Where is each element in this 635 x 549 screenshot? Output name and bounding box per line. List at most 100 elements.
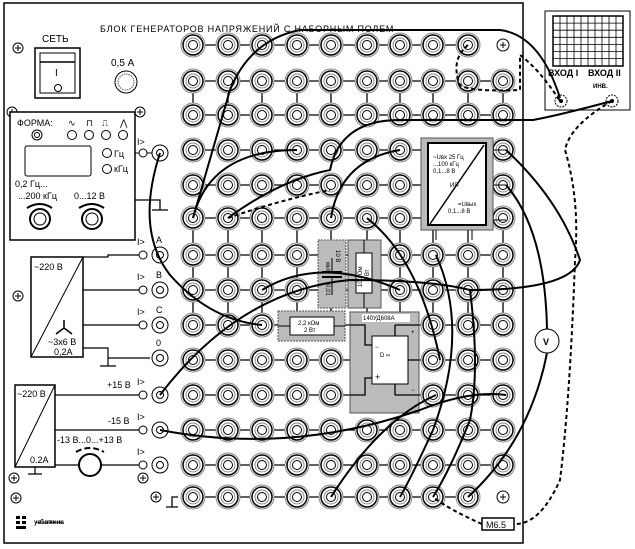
socket[interactable] (215, 32, 241, 58)
socket[interactable] (455, 242, 481, 268)
socket[interactable] (420, 452, 446, 478)
socket[interactable] (318, 347, 344, 373)
socket[interactable] (284, 102, 310, 128)
socket[interactable] (284, 484, 310, 510)
socket[interactable] (249, 137, 275, 163)
form-select-button[interactable] (31, 129, 43, 141)
socket[interactable] (455, 452, 481, 478)
socket[interactable] (387, 68, 413, 94)
socket[interactable] (387, 102, 413, 128)
socket[interactable] (284, 452, 310, 478)
converter-module[interactable]: ~Uвх 25 Гц ...100 кГц 0,1...8 В ИП =Uвых… (420, 137, 506, 240)
osc-input1-jack[interactable] (554, 94, 568, 108)
phase-output-jack[interactable] (151, 349, 169, 367)
voltmeter[interactable]: V (534, 328, 560, 354)
socket[interactable] (318, 382, 344, 408)
socket[interactable] (318, 172, 344, 198)
socket[interactable] (215, 417, 241, 443)
socket[interactable] (249, 347, 275, 373)
socket[interactable] (420, 242, 446, 268)
power-switch[interactable]: I (34, 47, 81, 99)
socket[interactable] (284, 277, 310, 303)
socket[interactable] (455, 312, 481, 338)
socket[interactable] (420, 347, 446, 373)
socket[interactable] (215, 484, 241, 510)
frequency-knob[interactable] (26, 203, 53, 230)
socket[interactable] (284, 68, 310, 94)
socket[interactable] (180, 347, 206, 373)
socket[interactable] (284, 347, 310, 373)
phase-output-jack[interactable] (151, 316, 169, 334)
amplitude-knob[interactable] (78, 203, 105, 230)
phase-output-jack[interactable] (151, 281, 169, 299)
socket[interactable] (354, 172, 380, 198)
socket[interactable] (215, 172, 241, 198)
socket[interactable] (354, 102, 380, 128)
socket[interactable] (420, 68, 446, 94)
dc-adjust-knob[interactable] (75, 447, 105, 477)
socket[interactable] (354, 68, 380, 94)
socket[interactable] (284, 382, 310, 408)
socket[interactable] (387, 417, 413, 443)
socket[interactable] (215, 452, 241, 478)
fuse-holder[interactable] (114, 70, 138, 94)
socket[interactable] (249, 242, 275, 268)
socket[interactable] (180, 312, 206, 338)
socket[interactable] (180, 452, 206, 478)
resistor-2k2[interactable]: 2,2 кОм 2 Вт (277, 310, 346, 342)
socket[interactable] (490, 312, 516, 338)
socket[interactable] (354, 484, 380, 510)
socket[interactable] (284, 172, 310, 198)
socket[interactable] (455, 417, 481, 443)
socket[interactable] (215, 347, 241, 373)
socket[interactable] (249, 312, 275, 338)
multimeter[interactable]: М6.5 (481, 517, 515, 531)
socket[interactable] (387, 205, 413, 231)
socket[interactable] (284, 32, 310, 58)
socket[interactable] (180, 32, 206, 58)
socket[interactable] (318, 102, 344, 128)
socket[interactable] (490, 205, 516, 231)
socket[interactable] (180, 242, 206, 268)
socket[interactable] (354, 137, 380, 163)
socket[interactable] (490, 68, 516, 94)
socket[interactable] (249, 205, 275, 231)
socket[interactable] (215, 242, 241, 268)
socket[interactable] (180, 102, 206, 128)
resistor-100-ohm[interactable]: 100 Ом 2 Вт (347, 239, 382, 309)
socket[interactable] (249, 417, 275, 443)
socket[interactable] (180, 137, 206, 163)
socket[interactable] (387, 32, 413, 58)
socket[interactable] (249, 172, 275, 198)
socket[interactable] (215, 137, 241, 163)
socket[interactable] (180, 382, 206, 408)
socket[interactable] (318, 137, 344, 163)
socket[interactable] (318, 452, 344, 478)
socket[interactable] (490, 347, 516, 373)
socket[interactable] (249, 68, 275, 94)
socket[interactable] (387, 452, 413, 478)
socket[interactable] (318, 32, 344, 58)
socket[interactable] (284, 242, 310, 268)
socket[interactable] (455, 347, 481, 373)
socket[interactable] (490, 242, 516, 268)
socket[interactable] (180, 68, 206, 94)
socket[interactable] (215, 277, 241, 303)
socket[interactable] (318, 68, 344, 94)
socket[interactable] (420, 32, 446, 58)
socket[interactable] (318, 417, 344, 443)
socket[interactable] (455, 102, 481, 128)
socket[interactable] (490, 102, 516, 128)
socket[interactable] (490, 417, 516, 443)
opamp-module[interactable]: 140УД608А D ∞ − + + − (349, 311, 420, 414)
socket[interactable] (249, 452, 275, 478)
dc-output-jack[interactable] (151, 456, 169, 474)
socket[interactable] (249, 102, 275, 128)
socket[interactable] (284, 205, 310, 231)
socket[interactable] (215, 68, 241, 94)
socket[interactable] (249, 382, 275, 408)
socket[interactable] (249, 484, 275, 510)
socket[interactable] (455, 68, 481, 94)
socket[interactable] (180, 417, 206, 443)
socket[interactable] (354, 32, 380, 58)
